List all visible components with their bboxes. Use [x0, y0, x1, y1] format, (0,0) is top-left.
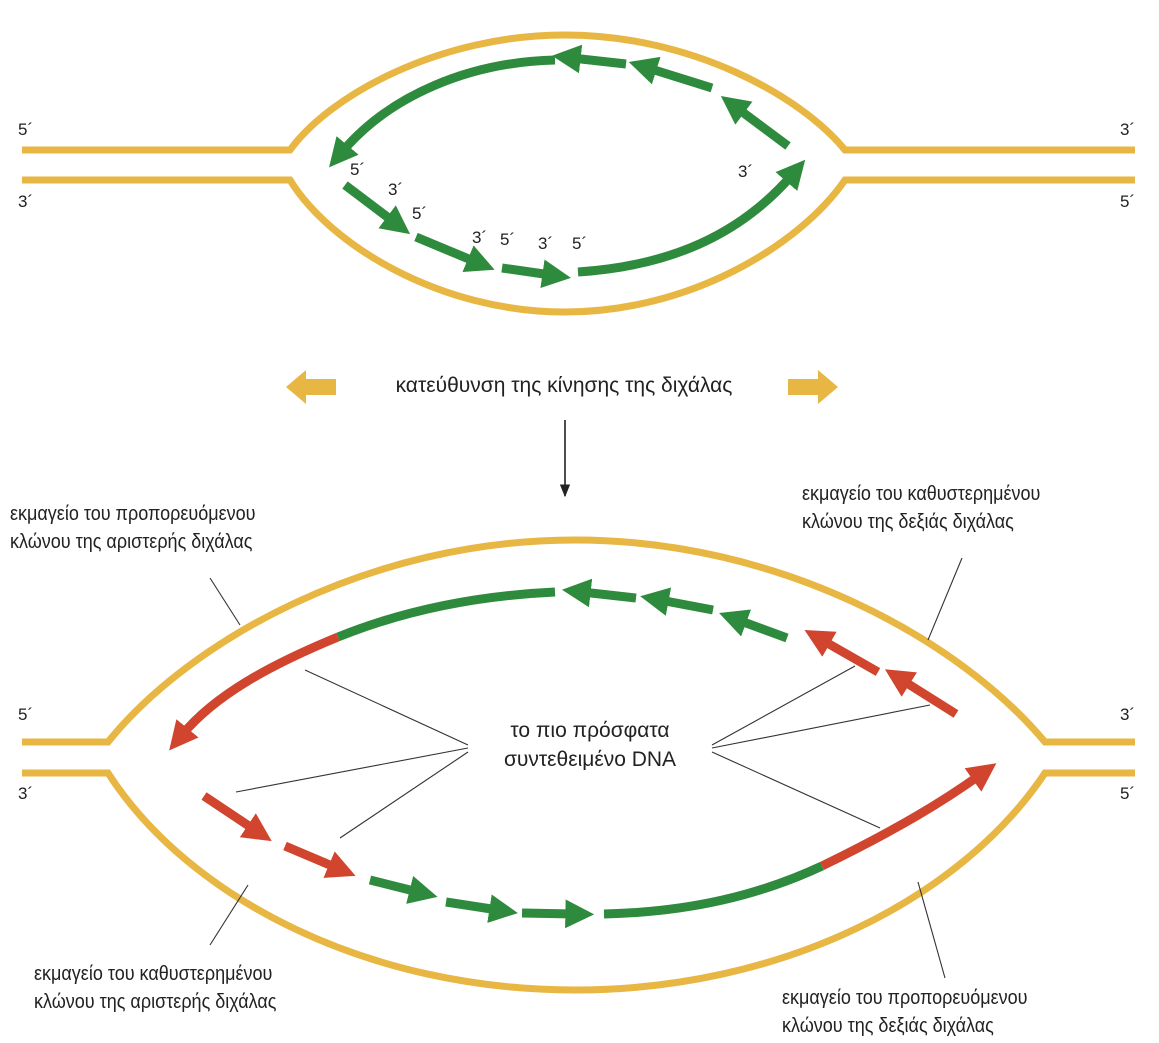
top-okazaki-arrow — [551, 44, 627, 74]
callout-lagging-left-line2: κλώνου της αριστερής διχάλας — [34, 991, 277, 1013]
top-end-label-left-top: 5´ — [18, 120, 34, 139]
fragment-end-label: 3´ — [388, 180, 404, 199]
bottom-end-label-right-top: 3´ — [1120, 705, 1136, 724]
leader-lines — [209, 557, 963, 979]
top-end-label-right-top: 3´ — [1120, 120, 1136, 139]
bottom-end-label-left-top: 5´ — [18, 705, 34, 724]
callout-leading-right-line2: κλώνου της δεξιάς διχάλας — [782, 1015, 994, 1037]
bottom-okazaki-arrow-recent — [201, 792, 272, 842]
callout-leading-right: εκμαγείο του προπορευόμενου κλώνου της δ… — [782, 984, 1028, 1040]
callout-lagging-right-line2: κλώνου της δεξιάς διχάλας — [802, 511, 1014, 533]
leader-line-leading-left — [209, 577, 241, 626]
recent-dna-label-line1: το πιο πρόσφατα — [510, 719, 670, 742]
leader-line-lagging-right — [927, 557, 963, 641]
bottom-okazaki-arrow — [445, 894, 518, 923]
fragment-end-label: 5´ — [350, 160, 366, 179]
bottom-new-dna — [169, 578, 997, 929]
leader-line-center — [711, 704, 931, 749]
bottom-upper-template-strand — [22, 536, 1135, 746]
leader-line-center — [304, 669, 469, 746]
top-leading-strand-left — [329, 55, 556, 168]
fragment-end-label: 5´ — [412, 204, 428, 223]
fragment-end-label: 5´ — [572, 234, 588, 253]
fork-direction-label: κατεύθυνση της κίνησης της διχάλας — [395, 374, 733, 397]
leader-line-center — [711, 665, 856, 746]
leader-line-center — [711, 751, 881, 829]
bottom-okazaki-arrow-recent — [804, 629, 881, 676]
top-okazaki-arrow — [628, 56, 714, 93]
top-new-dna — [329, 44, 806, 289]
recent-dna-label: το πιο πρόσφατα συντεθειμένο DNA — [460, 716, 720, 774]
bottom-end-label-right-bottom: 5´ — [1120, 784, 1136, 803]
bottom-leading-left-recent — [169, 632, 340, 751]
top-upper-template-strand — [22, 31, 1135, 154]
callout-leading-left-line1: εκμαγείο του προπορευόμενου — [10, 503, 256, 525]
bottom-end-label-left-bottom: 3´ — [18, 784, 34, 803]
bottom-okazaki-arrow — [521, 899, 595, 929]
bottom-okazaki-arrow-recent — [283, 841, 356, 878]
top-okazaki-arrow — [720, 95, 791, 150]
top-end-label-right-bottom: 5´ — [1120, 192, 1136, 211]
callout-lagging-left: εκμαγείο του καθυστερημένου κλώνου της α… — [34, 960, 276, 1016]
leader-line-leading-right — [917, 881, 946, 979]
bottom-leading-right-recent — [820, 763, 997, 871]
callout-leading-right-line1: εκμαγείο του προπορευόμενου — [782, 987, 1028, 1009]
top-okazaki-arrow — [501, 259, 571, 289]
top-okazaki-arrow — [342, 181, 411, 235]
callout-lagging-left-line1: εκμαγείο του καθυστερημένου — [34, 963, 273, 985]
fragment-end-label: 3´ — [738, 162, 754, 181]
fragment-end-label: 3´ — [538, 234, 554, 253]
leader-line-lagging-left — [209, 884, 249, 946]
bottom-okazaki-arrow — [719, 609, 789, 643]
bottom-leading-right-old — [603, 861, 824, 919]
callout-lagging-right-line1: εκμαγείο του καθυστερημένου — [802, 483, 1041, 505]
callout-leading-left-line2: κλώνου της αριστερής διχάλας — [10, 531, 253, 553]
leader-line-center — [339, 751, 469, 839]
bottom-leading-left-old — [336, 587, 556, 642]
top-leading-strand-right — [577, 159, 806, 277]
bottom-okazaki-arrow — [561, 578, 637, 608]
fragment-end-label: 5´ — [500, 230, 516, 249]
top-okazaki-arrow — [414, 232, 495, 272]
callout-lagging-right: εκμαγείο του καθυστερημένου κλώνου της δ… — [802, 480, 1040, 536]
fork-direction-arrow-left — [286, 370, 336, 404]
recent-dna-label-line2: συντεθειμένο DNA — [503, 748, 677, 771]
bottom-okazaki-arrow — [368, 875, 438, 904]
top-lower-template-strand — [22, 176, 1135, 316]
bottom-lower-template-strand — [22, 769, 1135, 994]
fork-direction-arrow-right — [788, 370, 838, 404]
top-end-label-left-bottom: 3´ — [18, 192, 34, 211]
callout-leading-left: εκμαγείο του προπορευόμενου κλώνου της α… — [10, 500, 256, 556]
bottom-okazaki-arrow-recent — [884, 669, 959, 718]
bottom-okazaki-arrow — [640, 587, 714, 616]
fragment-end-label: 3´ — [472, 228, 488, 247]
top-template-strands — [22, 31, 1135, 316]
bottom-template-strands — [22, 536, 1135, 994]
leader-line-center — [235, 747, 469, 793]
